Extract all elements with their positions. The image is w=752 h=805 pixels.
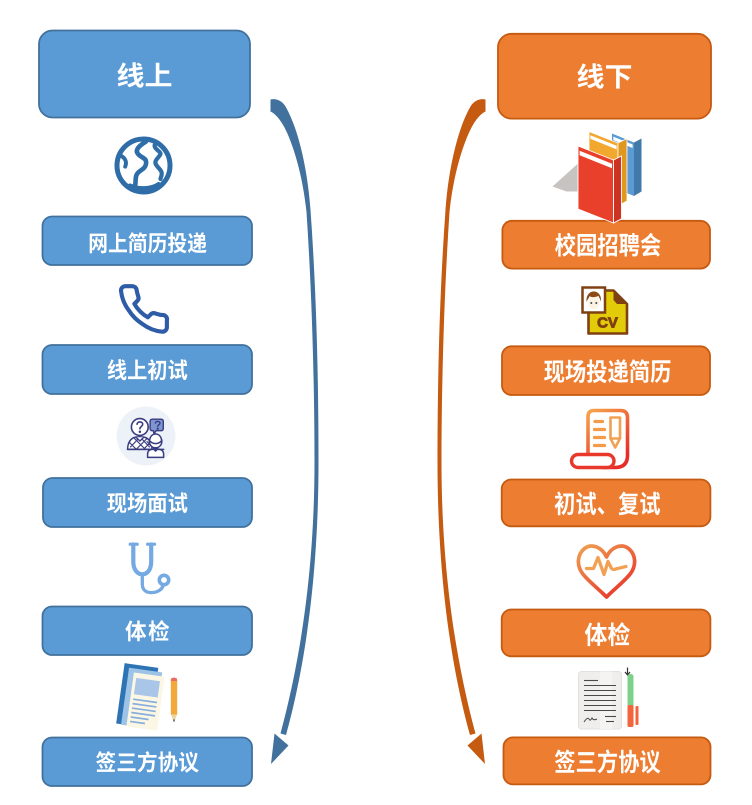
svg-text:CV: CV bbox=[597, 315, 618, 332]
